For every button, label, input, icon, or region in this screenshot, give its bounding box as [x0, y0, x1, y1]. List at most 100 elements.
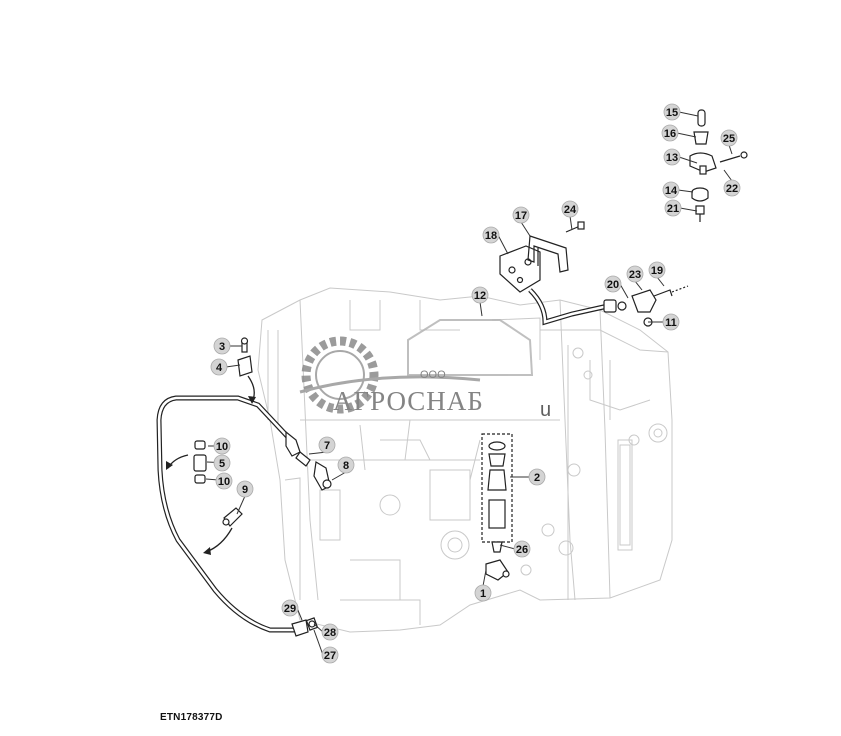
callout-label: 14 — [665, 185, 678, 197]
callout-label: 7 — [324, 440, 330, 452]
callout-10: 10 — [215, 472, 233, 490]
leader-line — [236, 495, 246, 515]
callout-label: 9 — [242, 484, 248, 496]
callout-label: 10 — [216, 441, 228, 453]
callout-circle — [513, 540, 531, 558]
callout-22: 22 — [723, 179, 741, 197]
leader-line — [479, 301, 483, 317]
callout-20: 20 — [604, 275, 622, 293]
callout-label: 3 — [219, 341, 225, 353]
leader-line — [225, 364, 241, 368]
callout-14: 14 — [662, 181, 680, 199]
callout-12: 12 — [471, 286, 489, 304]
callout-circle — [512, 206, 530, 224]
leader-line — [497, 234, 509, 255]
callout-circle — [213, 454, 231, 472]
direction-arrows — [167, 375, 255, 553]
callout-label: 1 — [480, 588, 486, 600]
callout-label: 27 — [324, 650, 336, 662]
callout-8: 8 — [337, 456, 355, 474]
callout-13: 13 — [663, 148, 681, 166]
leader-line — [679, 207, 698, 212]
callout-1: 1 — [474, 584, 492, 602]
callout-label: 21 — [667, 203, 679, 215]
callout-label: 24 — [564, 204, 577, 216]
union-fitting — [222, 507, 243, 527]
callout-29: 29 — [281, 599, 299, 617]
callout-circle — [662, 181, 680, 199]
leader-line — [656, 276, 665, 287]
leader-line — [482, 569, 487, 587]
leader-line — [678, 156, 698, 164]
callout-18: 18 — [482, 226, 500, 244]
callout-21: 21 — [664, 199, 682, 217]
callout-circle — [213, 437, 231, 455]
callout-circle — [236, 480, 254, 498]
callout-circle — [337, 456, 355, 474]
callout-circle — [648, 261, 666, 279]
callout-circle — [663, 103, 681, 121]
callout-label: 17 — [515, 210, 527, 222]
callout-circle — [281, 599, 299, 617]
arrow-heads — [166, 396, 256, 555]
valve-stack — [689, 109, 748, 222]
callout-circle — [528, 468, 546, 486]
leader-line — [634, 280, 643, 291]
leader-line — [677, 189, 694, 193]
hose-assembly — [156, 395, 298, 633]
leader-line — [619, 283, 629, 299]
elbow-23 — [631, 285, 689, 327]
callout-circle — [321, 646, 339, 664]
callout-label: 10 — [218, 476, 230, 488]
callout-label: 11 — [665, 317, 677, 329]
callout-24: 24 — [561, 200, 579, 218]
leader-line — [520, 221, 531, 237]
leader-line — [569, 215, 573, 231]
watermark-suffix: u — [540, 399, 551, 421]
callout-circle — [561, 200, 579, 218]
swivel-fitting — [285, 430, 311, 467]
callout-label: 4 — [216, 362, 223, 374]
filter-assembly — [481, 433, 513, 581]
clamp-bracket — [237, 337, 253, 377]
support-bracket — [527, 235, 569, 273]
callout-10: 10 — [213, 437, 231, 455]
callout-7: 7 — [318, 436, 336, 454]
callout-circle — [662, 313, 680, 331]
callout-circle — [215, 472, 233, 490]
callout-circle — [213, 337, 231, 355]
callout-bubbles: 1234578910101112131415161718192021222324… — [210, 103, 741, 664]
callout-label: 25 — [723, 133, 735, 145]
callout-3: 3 — [213, 337, 231, 355]
callout-label: 23 — [629, 269, 641, 281]
callout-5: 5 — [213, 454, 231, 472]
callout-label: 5 — [219, 458, 225, 470]
transmission-housing — [257, 287, 673, 633]
callout-circle — [210, 358, 228, 376]
plug-fitting — [308, 620, 316, 628]
leader-line — [313, 623, 324, 633]
callout-circle — [626, 265, 644, 283]
callout-circle — [321, 623, 339, 641]
leader-line — [678, 111, 699, 117]
leader-line — [728, 144, 733, 155]
callout-4: 4 — [210, 358, 228, 376]
callout-16: 16 — [661, 124, 679, 142]
callout-label: 16 — [664, 128, 676, 140]
leader-line — [499, 544, 516, 550]
callout-label: 28 — [324, 627, 336, 639]
callout-9: 9 — [236, 480, 254, 498]
callout-label: 22 — [726, 183, 738, 195]
callout-circle — [720, 129, 738, 147]
leader-line — [676, 132, 697, 138]
watermark-name: АГРОСНАБ — [333, 386, 484, 416]
callout-label: 18 — [485, 230, 497, 242]
callout-label: 26 — [516, 544, 528, 556]
hose-nut-20 — [603, 299, 627, 313]
bolt-24 — [565, 221, 585, 233]
callout-label: 20 — [607, 279, 619, 291]
callout-circle — [664, 199, 682, 217]
document-code: ETN178377D — [160, 712, 223, 723]
